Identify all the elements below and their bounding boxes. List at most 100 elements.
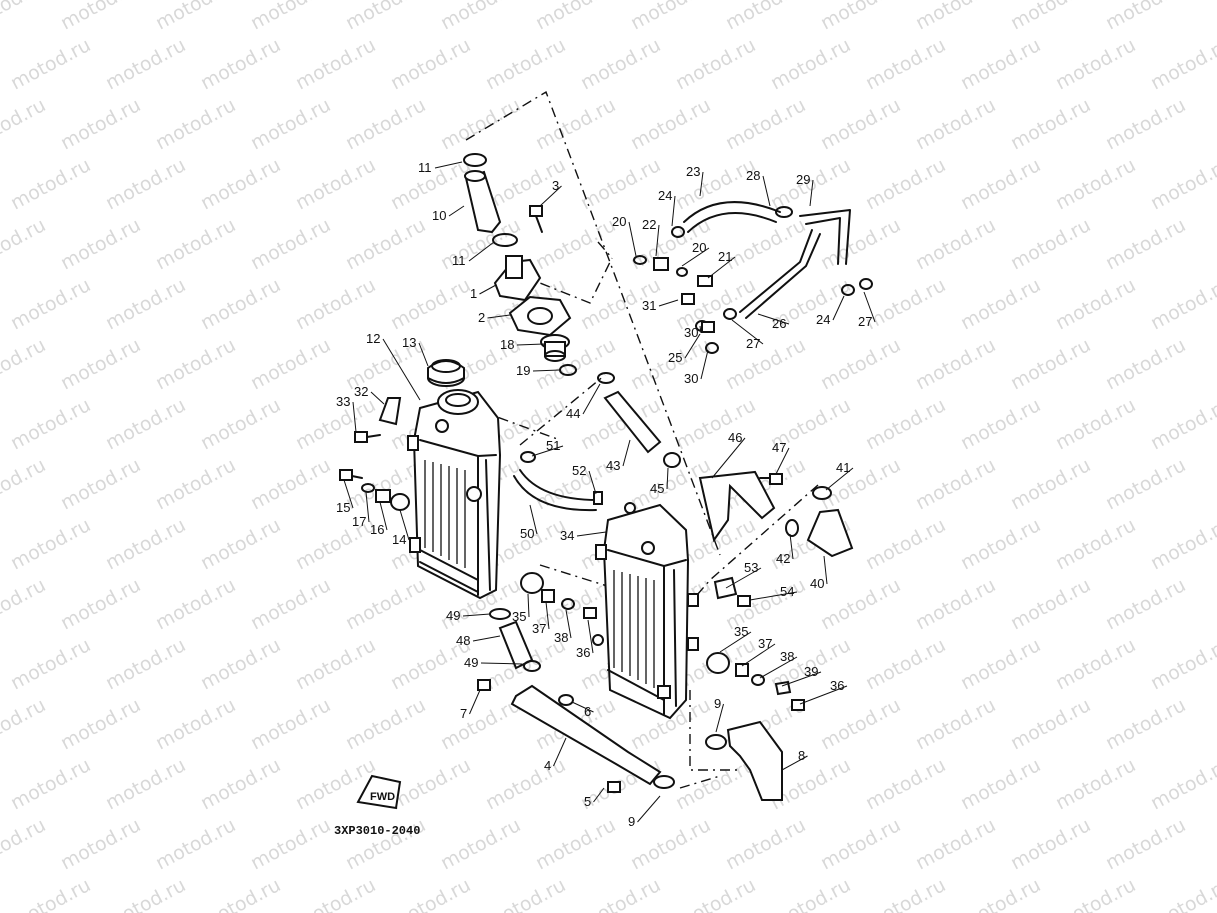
callout-49: 49: [464, 655, 478, 670]
callout-19: 19: [516, 363, 530, 378]
callout-22: 22: [642, 217, 656, 232]
radiator-right: [592, 502, 699, 720]
callout-13: 13: [402, 335, 416, 350]
callout-36: 36: [830, 678, 844, 693]
callout-54: 54: [780, 584, 794, 599]
leader-line-36: [587, 619, 594, 654]
leader-line-36: [799, 685, 848, 705]
leader-line-21: [707, 256, 736, 279]
callout-30: 30: [684, 325, 698, 340]
callout-12: 12: [366, 331, 380, 346]
callout-34: 34: [560, 528, 574, 543]
leader-line-31: [658, 299, 679, 307]
bolt-3: [529, 205, 543, 233]
leader-line-27: [863, 291, 876, 323]
hose-23: [683, 201, 781, 233]
bolt-36-right: [791, 699, 805, 711]
bolt-15: [339, 469, 363, 481]
leader-line-53: [725, 567, 762, 589]
leader-line-20: [628, 221, 637, 257]
callout-7: 7: [460, 706, 467, 721]
leader-line-24: [671, 195, 676, 227]
bolt-54: [737, 595, 751, 607]
clip-52: [593, 491, 603, 505]
leader-line-35: [527, 593, 530, 618]
callout-28: 28: [746, 168, 760, 183]
leader-line-9: [637, 795, 661, 823]
frame-lines: [465, 90, 819, 789]
callout-9: 9: [628, 814, 635, 829]
callout-50: 50: [520, 526, 534, 541]
clamp-11-lower: [492, 233, 518, 247]
clamp-49-lower: [523, 660, 541, 672]
callout-3: 3: [552, 178, 559, 193]
callout-20: 20: [612, 214, 626, 229]
leader-line-43: [622, 439, 631, 467]
leader-line-20: [681, 247, 710, 267]
leader-line-45: [666, 467, 669, 490]
hose-43: [603, 390, 662, 454]
callout-4: 4: [544, 758, 551, 773]
callout-16: 16: [370, 522, 384, 537]
leader-line-27: [731, 319, 764, 345]
washer-20-a: [633, 255, 647, 265]
leader-line-32: [370, 391, 385, 405]
clamp-41: [812, 486, 832, 500]
bolt-36-left: [583, 607, 597, 619]
hose-40: [806, 508, 854, 558]
washer-17: [361, 483, 375, 493]
hose-29: [799, 209, 851, 265]
collar-37-left: [541, 589, 555, 603]
collar-37-right: [735, 663, 749, 677]
leader-line-35: [719, 631, 752, 653]
clamp-9-lower: [653, 775, 675, 789]
leader-line-19: [532, 369, 561, 372]
leader-line-52: [588, 470, 597, 495]
hose-50: [513, 469, 599, 512]
callout-11: 11: [418, 160, 432, 175]
callout-48: 48: [456, 633, 470, 648]
clamp-24-top: [671, 226, 685, 238]
leader-line-44: [582, 383, 601, 415]
clamp-24-right: [841, 284, 855, 296]
fwd-arrow: FWD: [356, 774, 402, 810]
callout-40: 40: [810, 576, 824, 591]
callout-27: 27: [858, 314, 872, 329]
hose-10: [464, 170, 502, 234]
leader-line-5: [593, 787, 605, 803]
callout-8: 8: [798, 748, 805, 763]
diagram-code: 3XP3010-2040: [334, 824, 420, 838]
callout-32: 32: [354, 384, 368, 399]
callout-39: 39: [804, 664, 818, 679]
clip-27-b: [859, 278, 873, 290]
leader-line-30: [700, 349, 709, 380]
leader-line-15: [343, 479, 354, 509]
leader-line-14: [399, 509, 410, 541]
leader-line-42: [789, 533, 794, 560]
leader-line-47: [775, 447, 790, 475]
leader-line-24: [832, 295, 845, 321]
callout-20: 20: [692, 240, 706, 255]
leader-line-41: [825, 467, 854, 491]
leader-line-6: [571, 701, 594, 713]
leader-line-18: [516, 343, 545, 346]
bolt-7: [477, 679, 491, 691]
callout-38: 38: [780, 649, 794, 664]
callout-41: 41: [836, 460, 850, 475]
leader-line-17: [365, 491, 370, 523]
callout-47: 47: [772, 440, 786, 455]
callout-5: 5: [584, 794, 591, 809]
clamp-28: [775, 206, 793, 218]
leader-line-54: [749, 591, 798, 601]
clip-27-a: [723, 308, 737, 320]
leader-line-30: [699, 325, 702, 334]
clamp-45: [663, 452, 681, 468]
callout-26: 26: [772, 316, 786, 331]
leader-line-16: [379, 501, 388, 531]
callout-24: 24: [658, 188, 672, 203]
leader-line-28: [762, 175, 771, 207]
leader-line-33: [352, 401, 357, 433]
fwd-label: FWD: [370, 791, 395, 803]
